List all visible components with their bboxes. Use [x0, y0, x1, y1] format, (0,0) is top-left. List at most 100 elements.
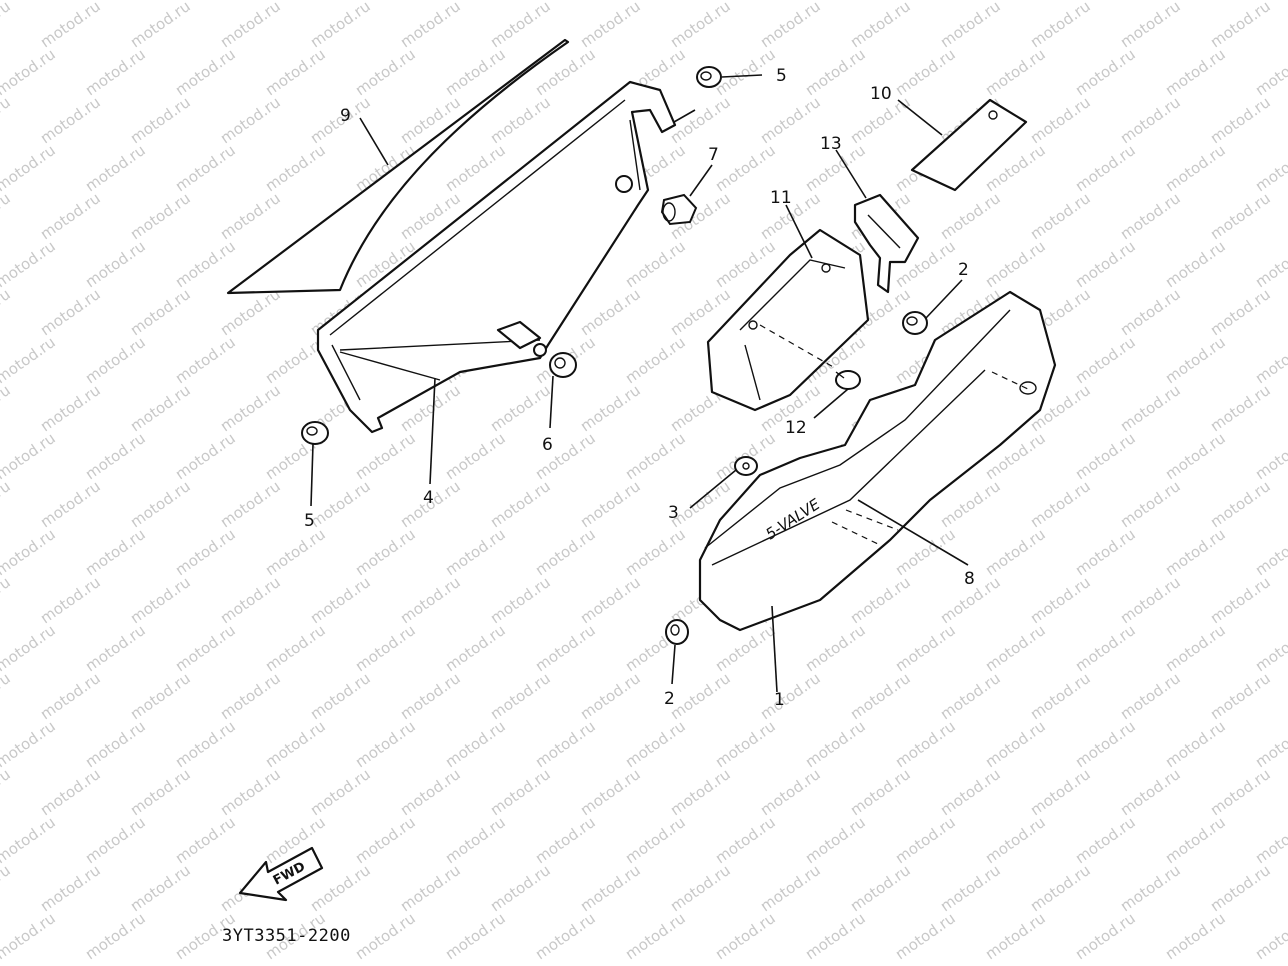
callout-12: 12: [785, 418, 807, 438]
watermark-text: motod.ru: [982, 237, 1049, 291]
watermark-text: motod.ru: [1117, 573, 1184, 627]
watermark-text: motod.ru: [1117, 93, 1184, 147]
watermark-text: motod.ru: [442, 621, 509, 675]
part-1-side-cover: 5-VALVE: [698, 290, 1057, 632]
watermark-text: motod.ru: [532, 621, 599, 675]
watermark-text: motod.ru: [397, 861, 464, 915]
part-2-grommet-lower: [665, 619, 689, 645]
watermark-text: motod.ru: [487, 573, 554, 627]
watermark-text: motod.ru: [622, 525, 689, 579]
callouts: 9 5 7 10 13 11 2 12 6 4 5 3 8 2 1: [304, 66, 975, 710]
watermark-text: motod.ru: [487, 669, 554, 723]
callout-9: 9: [340, 106, 351, 126]
watermark-text: motod.ru: [0, 0, 14, 51]
watermark-text: motod.ru: [0, 93, 14, 147]
watermark-text: motod.ru: [127, 285, 194, 339]
watermark-text: motod.ru: [127, 477, 194, 531]
watermark-text: motod.ru: [667, 669, 734, 723]
watermark-text: motod.ru: [37, 765, 104, 819]
watermark-text: motod.ru: [622, 429, 689, 483]
watermark-text: motod.ru: [307, 573, 374, 627]
watermark-text: motod.ru: [0, 621, 59, 675]
leader-lines: [310, 74, 969, 693]
watermark-text: motod.ru: [577, 477, 644, 531]
watermark-text: motod.ru: [442, 813, 509, 867]
watermark-text: motod.ru: [802, 717, 869, 771]
watermark-text: motod.ru: [262, 621, 329, 675]
watermark-text: motod.ru: [1117, 381, 1184, 435]
watermark-text: motod.ru: [1072, 813, 1139, 867]
part-7-collar: [660, 193, 698, 226]
watermark-text: motod.ru: [847, 765, 914, 819]
watermark-text: motod.ru: [217, 477, 284, 531]
callout-10: 10: [870, 84, 892, 104]
part-2-grommet-right: [902, 311, 928, 335]
watermark-text: motod.ru: [1027, 765, 1094, 819]
callout-2-right: 2: [958, 260, 969, 280]
watermark-text: motod.ru: [307, 477, 374, 531]
watermark-text: motod.ru: [532, 717, 599, 771]
watermark-text: motod.ru: [172, 429, 239, 483]
watermark-text: motod.ru: [1027, 573, 1094, 627]
watermark-text: motod.ru: [82, 429, 149, 483]
watermark-text: motod.ru: [262, 717, 329, 771]
watermark-text: motod.ru: [82, 333, 149, 387]
watermark-text: motod.ru: [82, 909, 149, 963]
watermark-text: motod.ru: [352, 813, 419, 867]
watermark-text: motod.ru: [37, 669, 104, 723]
watermark-text: motod.ru: [217, 381, 284, 435]
watermark-text: motod.ru: [1207, 765, 1274, 819]
watermark-text: motod.ru: [892, 621, 959, 675]
watermark-text: motod.ru: [0, 237, 59, 291]
watermark-text: motod.ru: [82, 237, 149, 291]
watermark-text: motod.ru: [37, 381, 104, 435]
part-5-grommet-left: [301, 421, 329, 445]
watermark-text: motod.ru: [262, 45, 329, 99]
watermark-text: motod.ru: [37, 0, 104, 51]
watermark-text: motod.ru: [847, 861, 914, 915]
watermark-text: motod.ru: [487, 381, 554, 435]
watermark-text: motod.ru: [217, 0, 284, 51]
watermark-text: motod.ru: [937, 0, 1004, 51]
watermark-text: motod.ru: [172, 141, 239, 195]
part-13-bracket: [853, 193, 920, 294]
watermark-text: motod.ru: [1162, 717, 1229, 771]
watermark-text: motod.ru: [532, 909, 599, 963]
watermark-text: motod.ru: [1027, 0, 1094, 51]
watermark-text: motod.ru: [982, 717, 1049, 771]
watermark-text: motod.ru: [37, 861, 104, 915]
watermark-text: motod.ru: [487, 765, 554, 819]
watermark-text: motod.ru: [1027, 477, 1094, 531]
watermark-text: motod.ru: [0, 0, 59, 3]
watermark-text: motod.ru: [1162, 621, 1229, 675]
watermark-text: motod.ru: [487, 0, 554, 51]
part-10-plate: [910, 98, 1028, 192]
watermark-text: motod.ru: [0, 189, 14, 243]
watermark-text: motod.ru: [757, 93, 824, 147]
watermark-text: motod.ru: [712, 621, 779, 675]
watermark-text: motod.ru: [712, 717, 779, 771]
watermark-text: motod.ru: [1252, 141, 1288, 195]
watermark-text: motod.ru: [1117, 189, 1184, 243]
watermark-text: motod.ru: [127, 0, 194, 51]
watermark-text: motod.ru: [0, 765, 14, 819]
watermark-text: motod.ru: [937, 189, 1004, 243]
watermark-text: motod.ru: [892, 717, 959, 771]
watermark-text: motod.ru: [982, 525, 1049, 579]
watermark-text: motod.ru: [1117, 285, 1184, 339]
watermark-text: motod.ru: [622, 717, 689, 771]
watermark-text: motod.ru: [127, 189, 194, 243]
watermark-text: motod.ru: [1207, 861, 1274, 915]
watermark-text: motod.ru: [1207, 573, 1274, 627]
watermark-text: motod.ru: [127, 573, 194, 627]
watermark-text: motod.ru: [397, 93, 464, 147]
watermark-text: motod.ru: [937, 669, 1004, 723]
watermark-text: motod.ru: [1252, 429, 1288, 483]
watermark-text: motod.ru: [217, 669, 284, 723]
watermark-text: motod.ru: [847, 573, 914, 627]
watermark-text: motod.ru: [802, 45, 869, 99]
watermark-text: motod.ru: [1072, 525, 1139, 579]
watermark-text: motod.ru: [37, 189, 104, 243]
watermark-text: motod.ru: [0, 861, 14, 915]
